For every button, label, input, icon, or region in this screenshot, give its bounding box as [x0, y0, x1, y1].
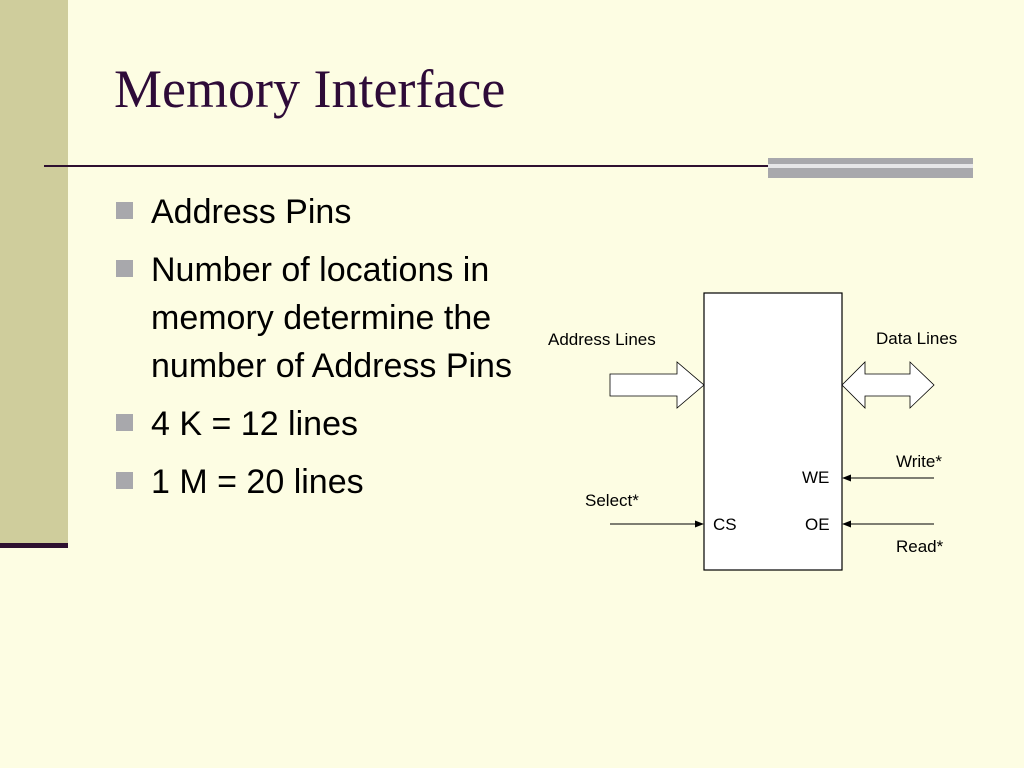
oe-pin-label: OE [805, 515, 830, 534]
side-decoration-line [0, 543, 68, 548]
memory-chip-box [703, 292, 843, 571]
bullet-item: Address Pins [116, 188, 516, 236]
bullet-item: Number of locations in memory determine … [116, 246, 516, 390]
square-bullet-icon [116, 472, 133, 489]
title-accent-bar [768, 158, 973, 178]
we-pin-label: WE [802, 468, 829, 487]
address-lines-arrow-icon [609, 361, 705, 409]
data-lines-double-arrow-icon [841, 361, 935, 409]
bullet-item: 4 K = 12 lines [116, 400, 516, 448]
address-lines-label: Address Lines [548, 330, 656, 349]
bullet-list: Address Pins Number of locations in memo… [116, 188, 516, 516]
memory-chip-diagram: Address Lines Data Lines Write* WE Read*… [548, 292, 957, 571]
side-decoration-band [0, 0, 68, 545]
cs-pin-label: CS [713, 515, 737, 534]
square-bullet-icon [116, 202, 133, 219]
title-accent-bar-highlight [768, 164, 973, 168]
write-label: Write* [896, 452, 942, 471]
slide-title: Memory Interface [114, 59, 506, 119]
bullet-text: Address Pins [151, 193, 352, 231]
data-lines-label: Data Lines [876, 329, 957, 348]
square-bullet-icon [116, 414, 133, 431]
title-underline [44, 165, 779, 167]
square-bullet-icon [116, 260, 133, 277]
read-label: Read* [896, 537, 944, 556]
bullet-text: 4 K = 12 lines [151, 405, 358, 443]
bullet-text: Number of locations in memory determine … [151, 251, 512, 385]
select-label: Select* [585, 491, 639, 510]
bullet-text: 1 M = 20 lines [151, 463, 364, 501]
bullet-item: 1 M = 20 lines [116, 458, 516, 506]
